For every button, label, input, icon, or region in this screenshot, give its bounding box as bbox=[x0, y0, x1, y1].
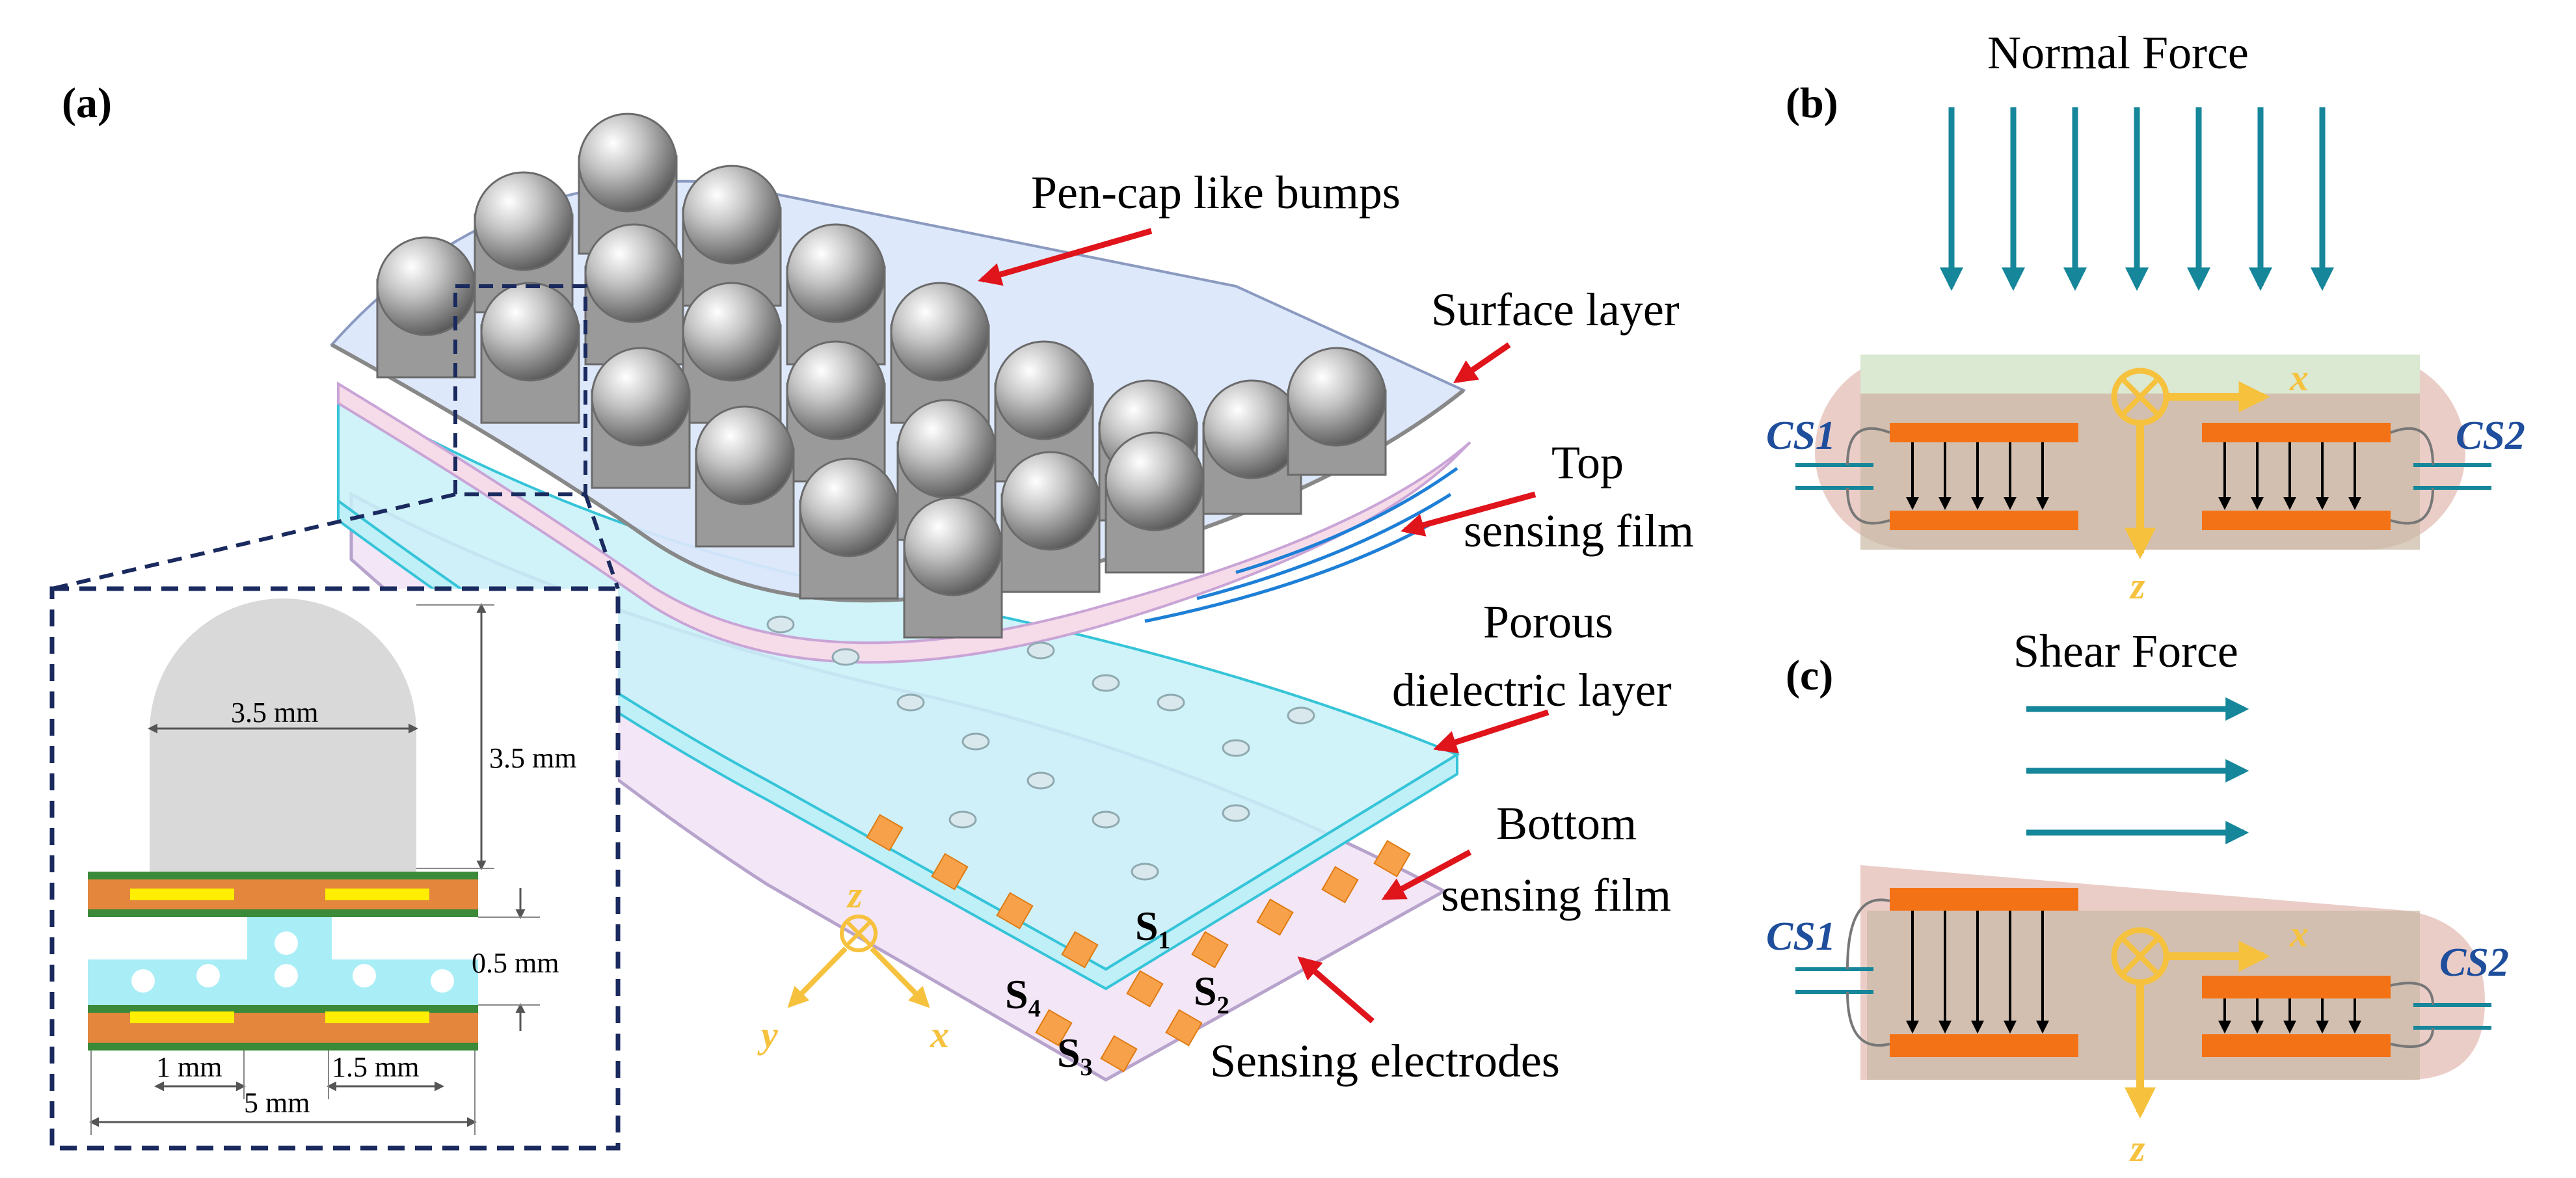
panel-c-title: Shear Force bbox=[2013, 625, 2238, 677]
bump bbox=[695, 405, 795, 548]
panel-c-cs1: CS1 bbox=[1766, 915, 1836, 959]
label-porous-1: Porous bbox=[1483, 596, 1613, 648]
dim-bump-width: 3.5 mm bbox=[231, 697, 318, 729]
bump bbox=[480, 282, 580, 424]
top-film bbox=[337, 381, 1471, 664]
bump bbox=[584, 223, 684, 366]
panel-label-b: (b) bbox=[1786, 79, 1838, 127]
panel-b-title: Normal Force bbox=[1987, 27, 2249, 79]
panel-c-axis-z: z bbox=[2129, 1127, 2145, 1170]
bump bbox=[682, 282, 782, 424]
label-top-film-1: Top bbox=[1551, 436, 1624, 489]
dim-pitch-b: 1.5 mm bbox=[332, 1051, 419, 1083]
panel-b-axis-x: x bbox=[2289, 356, 2309, 399]
bump bbox=[376, 236, 476, 379]
panel-b-axis-z: z bbox=[2129, 565, 2145, 607]
panel-b-cs1: CS1 bbox=[1766, 414, 1836, 458]
label-electrodes: Sensing electrodes bbox=[1210, 1035, 1560, 1087]
axis-z-label: z bbox=[846, 874, 863, 916]
axis-x-label: x bbox=[930, 1013, 949, 1056]
panel-label-c: (c) bbox=[1786, 652, 1833, 699]
bump bbox=[1105, 431, 1205, 574]
shear-force-sensor: x z bbox=[1795, 865, 2491, 1170]
bump bbox=[786, 340, 886, 483]
label-porous-2: dielectric layer bbox=[1392, 664, 1672, 716]
pores bbox=[766, 615, 1315, 881]
zoom-region bbox=[453, 284, 587, 496]
dim-bump-height: 3.5 mm bbox=[489, 742, 576, 774]
sensor-s4-label: S₄ bbox=[1005, 971, 1041, 1017]
bump bbox=[786, 223, 886, 366]
dim-pitch-a: 1 mm bbox=[156, 1051, 222, 1083]
label-bumps: Pen-cap like bumps bbox=[1031, 167, 1401, 219]
dim-gap: 0.5 mm bbox=[472, 947, 559, 979]
label-top-film-2: sensing film bbox=[1464, 505, 1694, 557]
bump-array bbox=[376, 113, 1387, 639]
cross-section-inset: 3.5 mm 3.5 mm 0.5 mm 1 mm 1.5 mm 5 mm bbox=[49, 586, 621, 1151]
bump bbox=[1287, 347, 1387, 476]
dim-total: 5 mm bbox=[244, 1087, 310, 1119]
label-bottom-film-1: Bottom bbox=[1496, 797, 1637, 850]
bump bbox=[682, 165, 782, 307]
bump bbox=[591, 347, 691, 489]
sensor-s1-label: S₁ bbox=[1135, 903, 1171, 949]
sensor-s3-label: S₃ bbox=[1057, 1030, 1093, 1076]
panel-label-a: (a) bbox=[62, 79, 112, 127]
normal-force-arrows bbox=[1940, 107, 2334, 291]
shear-force-arrows bbox=[2026, 697, 2249, 844]
bump bbox=[903, 496, 1003, 639]
bump bbox=[1000, 451, 1101, 593]
label-surface-layer: Surface layer bbox=[1431, 284, 1680, 336]
panel-c-axis-x: x bbox=[2289, 913, 2309, 955]
panel-c-cs2: CS2 bbox=[2439, 941, 2509, 985]
axis-y-label: y bbox=[757, 1013, 778, 1056]
sensing-electrodes bbox=[866, 814, 1411, 1073]
axis-triad: z y x bbox=[757, 874, 949, 1056]
sensor-s2-label: S₂ bbox=[1194, 968, 1229, 1014]
normal-force-sensor: x z bbox=[1795, 355, 2491, 607]
panel-b-cs2: CS2 bbox=[2456, 414, 2525, 458]
bump bbox=[1202, 379, 1302, 515]
callout-arrows bbox=[978, 228, 1550, 1024]
bump bbox=[799, 457, 899, 600]
label-bottom-film-2: sensing film bbox=[1441, 869, 1671, 921]
